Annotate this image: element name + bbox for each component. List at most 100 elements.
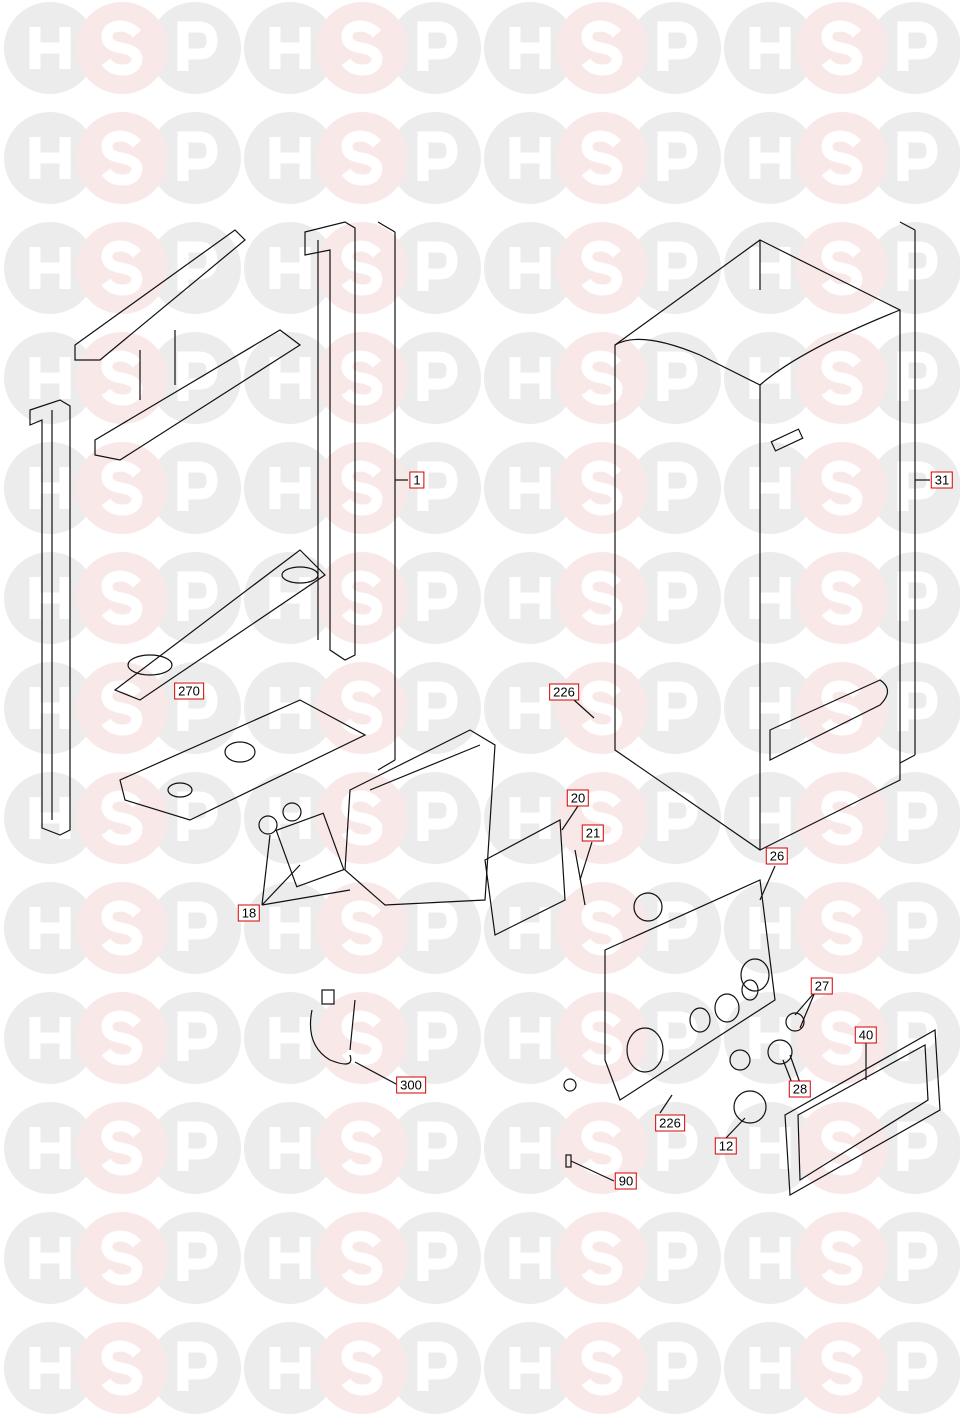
watermark-s-badge [76, 1102, 168, 1194]
watermark-s-badge [76, 772, 168, 864]
callout-cover[interactable]: 40 [854, 1026, 878, 1044]
watermark-p-badge [389, 442, 481, 534]
watermark-h-badge [484, 1102, 576, 1194]
watermark-s-badge [76, 2, 168, 94]
watermark-h-badge [4, 882, 96, 974]
watermark-s-badge [316, 772, 408, 864]
callout-fuse[interactable]: 21 [581, 824, 605, 842]
watermark-p-badge [149, 112, 241, 204]
callout-fascia[interactable]: 26 [765, 847, 789, 865]
watermark-h-badge [4, 222, 96, 314]
watermark-p-badge [389, 112, 481, 204]
watermark-s-badge [796, 1322, 888, 1414]
watermark-s-badge [556, 2, 648, 94]
watermark-p-badge [869, 1212, 960, 1304]
watermark-h-badge [4, 1322, 96, 1414]
watermark-p-badge [389, 332, 481, 424]
watermark-h-badge [724, 1212, 816, 1304]
watermark-s-badge [796, 1212, 888, 1304]
watermark-h-badge [724, 2, 816, 94]
watermark-s-badge [556, 552, 648, 644]
watermark-s-badge [796, 882, 888, 974]
watermark-p-badge [149, 2, 241, 94]
watermark-s-badge [556, 1322, 648, 1414]
callout-knob-large[interactable]: 28 [788, 1080, 812, 1098]
watermark-p-badge [389, 1212, 481, 1304]
watermark-s-badge [316, 2, 408, 94]
watermark-p-badge [389, 552, 481, 644]
watermark-h-badge [484, 332, 576, 424]
callout-pin[interactable]: 90 [614, 1172, 638, 1190]
watermark-h-badge [484, 442, 576, 534]
watermark-s-badge [316, 882, 408, 974]
watermark-s-badge [556, 222, 648, 314]
watermark-s-badge [796, 1102, 888, 1194]
watermark-s-badge [556, 772, 648, 864]
watermark-h-badge [484, 112, 576, 204]
watermark-s-badge [556, 112, 648, 204]
watermark-h-badge [484, 552, 576, 644]
watermark-h-badge [484, 1322, 576, 1414]
callout-knob-small[interactable]: 27 [810, 977, 834, 995]
watermark-s-badge [316, 992, 408, 1084]
watermark-s-badge [76, 112, 168, 204]
watermark-s-badge [316, 662, 408, 754]
watermark-p-badge [389, 222, 481, 314]
watermark-h-badge [484, 222, 576, 314]
watermark-s-badge [796, 442, 888, 534]
watermark-h-badge [4, 992, 96, 1084]
watermark-s-badge [316, 222, 408, 314]
watermark-s-badge [76, 662, 168, 754]
watermark-s-badge [796, 112, 888, 204]
watermark-p-badge [629, 1212, 721, 1304]
callout-harness[interactable]: 300 [396, 1076, 426, 1094]
callout-bracket[interactable]: 270 [174, 682, 204, 700]
watermark-h-badge [4, 112, 96, 204]
watermark-s-badge [556, 1212, 648, 1304]
watermark-h-badge [244, 2, 336, 94]
watermark-s-badge [316, 442, 408, 534]
callout-clip-lower[interactable]: 226 [655, 1114, 685, 1132]
watermark-s-badge [316, 1102, 408, 1194]
callout-pcb[interactable]: 20 [566, 789, 590, 807]
watermark-s-badge [316, 1212, 408, 1304]
watermark-s-badge [796, 662, 888, 754]
watermark-h-badge [484, 1212, 576, 1304]
watermark-p-badge [869, 1322, 960, 1414]
watermark-p-badge [869, 2, 960, 94]
watermark-p-badge [389, 992, 481, 1084]
watermark-s-badge [796, 332, 888, 424]
callout-frame[interactable]: 1 [409, 471, 425, 489]
watermark-h-badge [244, 1322, 336, 1414]
watermark-h-badge [484, 992, 576, 1084]
watermark-s-badge [76, 332, 168, 424]
callout-casing[interactable]: 31 [930, 471, 954, 489]
callout-clip-upper[interactable]: 226 [549, 683, 579, 701]
watermark-s-badge [76, 222, 168, 314]
watermark-p-badge [149, 992, 241, 1084]
watermark-p-badge [869, 112, 960, 204]
watermark-p-badge [389, 2, 481, 94]
watermark-h-badge [4, 1212, 96, 1304]
watermark-h-badge [4, 332, 96, 424]
callout-gauge[interactable]: 12 [714, 1137, 738, 1155]
watermark-p-badge [629, 112, 721, 204]
watermark-h-badge [244, 1102, 336, 1194]
watermark-p-badge [149, 1212, 241, 1304]
watermark-s-badge [556, 882, 648, 974]
watermark-h-badge [4, 2, 96, 94]
watermark-h-badge [4, 1102, 96, 1194]
watermark-s-badge [76, 992, 168, 1084]
watermark-s-badge [76, 882, 168, 974]
watermark-s-badge [796, 2, 888, 94]
callout-control-housing[interactable]: 18 [237, 904, 261, 922]
watermark-s-badge [76, 552, 168, 644]
watermark-s-badge [556, 332, 648, 424]
watermark-h-badge [244, 1212, 336, 1304]
watermark-p-badge [149, 1102, 241, 1194]
watermark-p-badge [149, 442, 241, 534]
watermark-p-badge [629, 2, 721, 94]
watermark-p-badge [869, 882, 960, 974]
